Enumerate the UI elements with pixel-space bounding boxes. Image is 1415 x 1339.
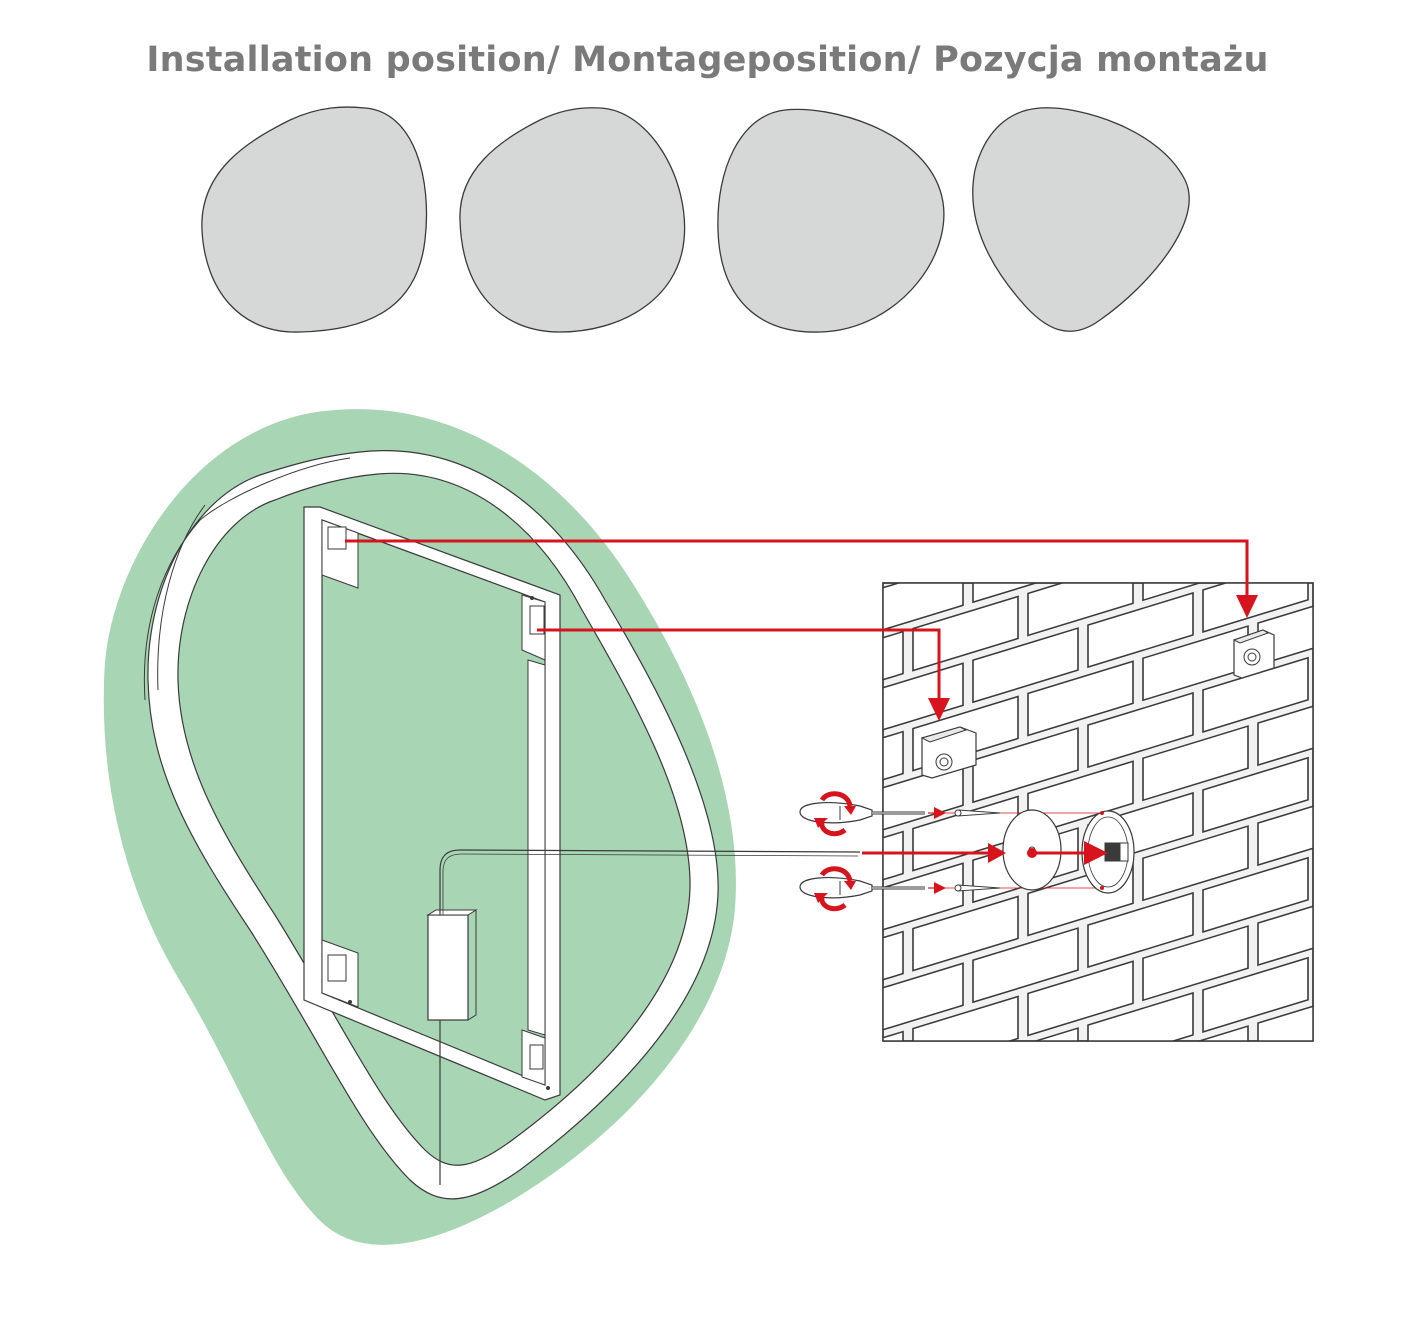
mirror-frame-edge [143, 457, 351, 701]
mirror-position-4 [972, 107, 1190, 332]
brick-wall [882, 582, 1314, 1042]
arrowhead-left-bracket [928, 698, 950, 721]
bracket-left [920, 726, 977, 779]
mirror-position-2 [459, 107, 686, 333]
power-cable [439, 849, 861, 915]
screws [954, 809, 1001, 892]
guide-arrows [345, 539, 1249, 855]
arrowhead-top-bracket [1236, 595, 1258, 618]
mirror-position-3 [717, 108, 945, 333]
arrow-left-bracket [537, 628, 941, 705]
rotate-arrow-icon [819, 791, 853, 912]
mirror-position-1 [201, 106, 428, 333]
bracket-right [1232, 629, 1275, 679]
position-shapes [201, 106, 1190, 333]
mounting-frame [303, 506, 561, 1101]
screwdriver-icon [799, 802, 946, 899]
arrowhead-cable [988, 843, 1006, 863]
arrowhead-box [1084, 841, 1108, 865]
mirror-back-icon [103, 409, 861, 1245]
wall-bracket-icon [920, 629, 1275, 779]
arrow-top-bracket [345, 539, 1249, 602]
page-title: Installation position/ Montageposition/ … [146, 40, 1269, 80]
mirror-frame [147, 450, 719, 1200]
